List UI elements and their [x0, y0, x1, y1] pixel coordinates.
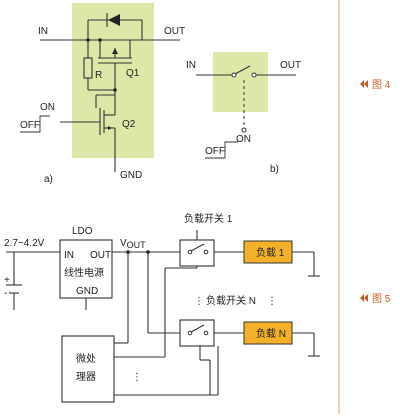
load1-label: 负载 1	[256, 246, 285, 259]
fig4a-off-label: OFF	[20, 120, 40, 131]
mcu-line1: 微处	[76, 352, 96, 365]
fig4a-gnd-label: GND	[120, 170, 142, 181]
switchN-label: 负载开关 N	[206, 294, 256, 307]
fig4b-on-label: ON	[236, 134, 251, 145]
figure4-label-text: 图 4	[372, 79, 391, 91]
figure5: 2.7~4.2V + - LDO IN OUT 线性电源 GND VOUT 负载…	[4, 212, 320, 403]
diode-symbol	[108, 14, 120, 26]
loadN-label: 负载 N	[256, 327, 286, 340]
figure4a-panel	[72, 3, 154, 158]
fig4a-on-label: ON	[40, 102, 55, 113]
fig4b-caption: b)	[270, 164, 279, 175]
figure5-label-text: 图 5	[372, 293, 391, 305]
figure4a: IN OUT Q1 R	[20, 3, 185, 185]
fig4b-in-label: IN	[186, 60, 196, 71]
figure4b: IN OUT ON OFF b)	[186, 52, 301, 175]
battery-minus: -	[4, 288, 7, 299]
fig4b-out-label: OUT	[280, 60, 301, 71]
switch1-label: 负载开关 1	[184, 212, 233, 225]
ellipsis-left: ⋮	[194, 296, 204, 307]
ldo-name: 线性电源	[64, 266, 104, 279]
q1-label: Q1	[126, 68, 140, 79]
ldo-in: IN	[64, 250, 74, 261]
fig4b-off-label: OFF	[205, 146, 225, 157]
ellipsis-right: ⋮	[267, 296, 277, 307]
fig4a-in-label: IN	[38, 26, 48, 37]
figure4-label: 图 4	[360, 79, 391, 91]
battery-plus: +	[4, 275, 10, 286]
vout-label: VOUT	[120, 238, 146, 250]
r-label: R	[95, 70, 102, 81]
fig4a-out-label: OUT	[164, 26, 185, 37]
ldo-gnd: GND	[76, 286, 98, 297]
mcu-line2: 理器	[76, 371, 96, 383]
ellipsis-mcu: ⋮	[132, 372, 142, 383]
q2-label: Q2	[122, 119, 136, 130]
fig4a-caption: a)	[44, 174, 53, 185]
figure5-label: 图 5	[360, 293, 391, 305]
voltage-label: 2.7~4.2V	[4, 238, 45, 249]
figure4b-panel	[213, 52, 268, 112]
ldo-out: OUT	[90, 250, 111, 261]
ldo-title: LDO	[72, 226, 93, 237]
